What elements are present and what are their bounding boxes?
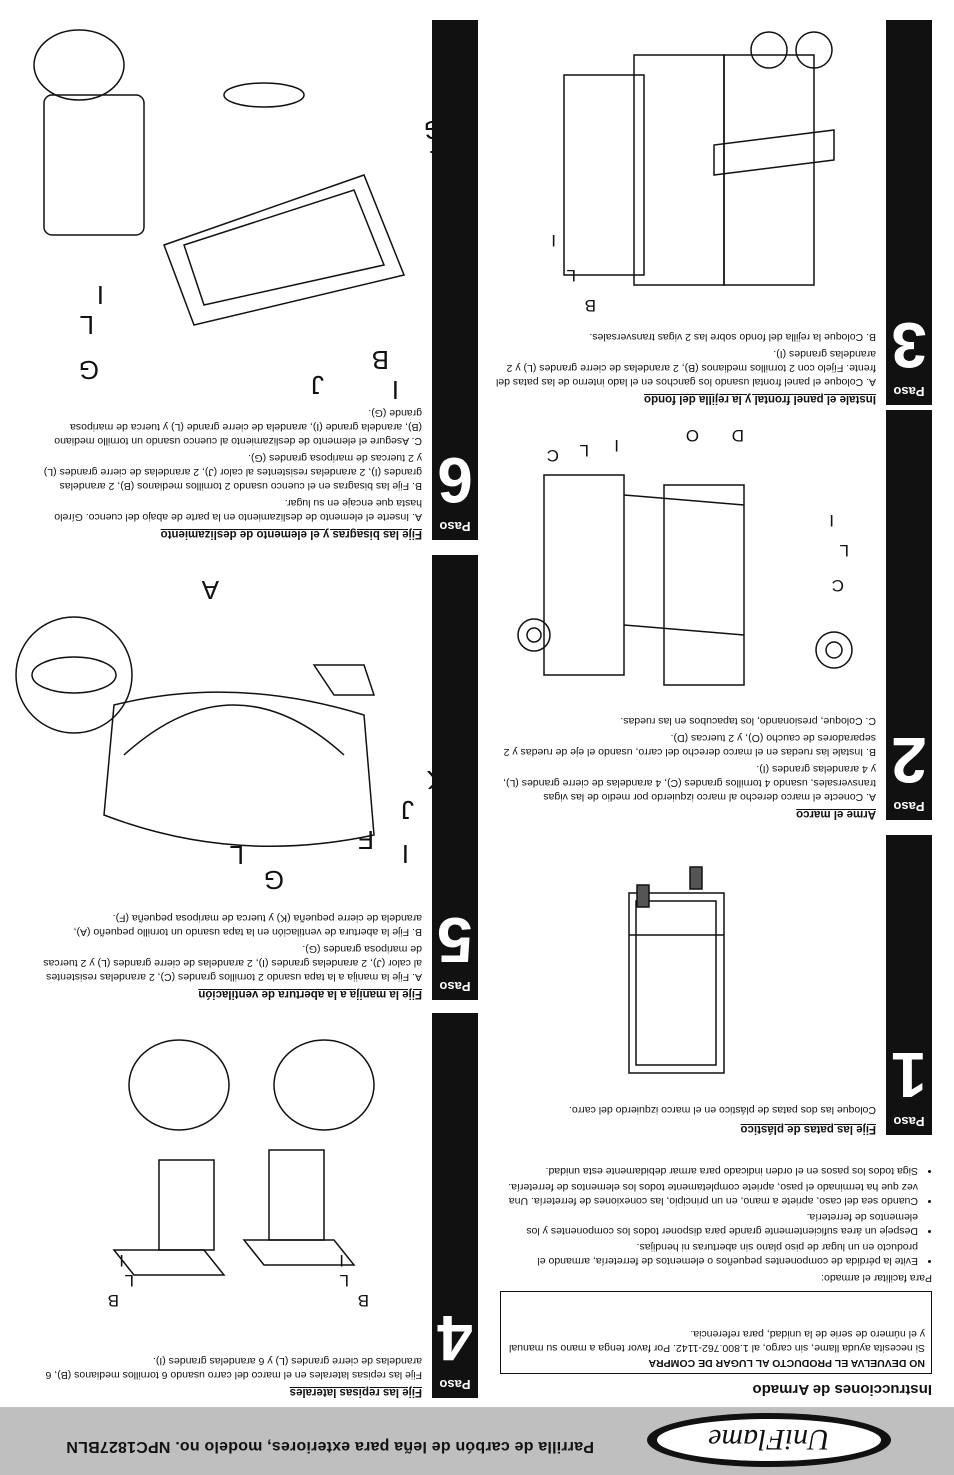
part-label: K (426, 765, 444, 795)
part-label: I (339, 1251, 344, 1270)
step-6-text: A. Inserte el elemento de deslizamiento … (42, 403, 422, 524)
part-label: L (339, 1271, 349, 1290)
notice-text: Si necesita ayuda llame, sin cargo, al 1… (509, 1328, 925, 1354)
step-3-figure (563, 31, 835, 286)
step-4-tab: Paso 4 (432, 1013, 478, 1398)
step-4-title: Fije las repisas laterales (289, 1386, 422, 1398)
notice-box: NO DEVUELVA EL PRODUCTO AL LUGAR DE COMP… (500, 1291, 932, 1374)
step-2-tab: Paso 2 (886, 410, 932, 820)
step-5-title: Fije la manija a la abertura de ventilac… (198, 988, 422, 1000)
step-5-figure (15, 616, 376, 847)
instructions-list: Para facilitar el armado: Evite la pérdi… (502, 1162, 932, 1285)
part-label: I (96, 280, 104, 310)
step-2-text: A. Conecte el marco derecho al marco izq… (496, 711, 876, 804)
paso-label: Paso (893, 384, 925, 399)
instructions-bullet: Evite la pérdida de componentes pequeños… (502, 1240, 918, 1268)
paso-label: Paso (439, 1377, 471, 1392)
step-1-text-a: Coloque las dos patas de plástico en el … (568, 1104, 876, 1116)
step-4-text-a: Fije las repisas laterales en el marco d… (45, 1355, 422, 1381)
part-label: I (551, 231, 556, 250)
part-label: I (614, 436, 619, 455)
part-label: D (731, 426, 744, 445)
part-label: G (423, 115, 444, 145)
step-1-tab: Paso 1 (886, 835, 932, 1135)
instructions-intro: Para facilitar el armado: (821, 1272, 932, 1284)
part-label: L (839, 541, 849, 560)
step-5-text: A. Fije la manija a la tapa usando 2 tor… (42, 908, 422, 984)
part-label: A (201, 575, 219, 605)
step-6-number: 6 (437, 444, 473, 516)
step-3-text-b: B. Coloque la rejilla del fondo sobre la… (589, 331, 876, 343)
step-6-title: Fije las bisagras y el elemento de desli… (160, 528, 422, 540)
part-label: L (229, 840, 244, 870)
step-2-text-c: C. Coloque, presionando, los tapacubos e… (620, 715, 876, 727)
uniflame-logo: UniFlame (647, 1413, 891, 1467)
part-label: J (401, 795, 414, 825)
step-6-text-a: A. Inserte el elemento de deslizamiento … (54, 497, 422, 523)
step-3-text-a: A. Coloque el panel frontal usando los g… (495, 348, 876, 388)
part-label: C (831, 576, 844, 595)
notice-title: NO DEVUELVA EL PRODUCTO AL LUGAR DE COMP… (648, 1357, 925, 1369)
part-label: I (436, 175, 444, 205)
part-label: F (358, 825, 374, 855)
step-1-number: 1 (891, 1039, 927, 1111)
paso-label: Paso (893, 1114, 925, 1129)
part-label: I (391, 375, 399, 405)
part-label: B (107, 1291, 119, 1310)
step-3-text: A. Coloque el panel frontal usando los g… (496, 327, 876, 389)
step-2-text-b: B. Instale las ruedas en el marco derech… (503, 732, 876, 758)
part-label: I (829, 511, 834, 530)
instructions-bullet: Cuando sea del caso, apriete a mano, en … (502, 1180, 918, 1208)
part-label: I (401, 839, 409, 869)
step-1-figure (628, 866, 725, 1074)
step-4-text: Fije las repisas laterales en el marco d… (42, 1351, 422, 1382)
instructions-title: Instrucciones de Armado (752, 1381, 933, 1398)
part-label: C (546, 446, 559, 465)
step-2-text-a: A. Conecte el marco derecho al marco izq… (503, 763, 876, 803)
step-3-title: Instale el panel frontal y la rejilla de… (644, 393, 876, 405)
step-6-text-b: B. Fije las bisagras en el cuenco usando… (43, 452, 422, 492)
step-1-title: Fije las patas de plástico (740, 1123, 877, 1135)
step-1-text: Coloque las dos patas de plástico en el … (496, 1100, 876, 1117)
part-label: L (124, 1271, 134, 1290)
part-label: G (78, 355, 99, 385)
part-label: L (429, 145, 444, 175)
part-label: G (263, 865, 284, 895)
svg-text:UniFlame: UniFlame (708, 1423, 830, 1456)
part-label: L (79, 310, 94, 340)
part-label: O (685, 426, 699, 445)
part-label: J (311, 370, 324, 400)
step-3-number: 3 (891, 309, 927, 381)
paso-label: Paso (439, 519, 471, 534)
step-6-text-c: C. Asegure el elemento de deslizamiento … (54, 407, 422, 447)
step-2-title: Arme el marco (796, 808, 876, 820)
paso-label: Paso (893, 799, 925, 814)
part-label: B (357, 1291, 369, 1310)
instructions-bullet: Siga todos los pasos en el orden indicad… (502, 1164, 918, 1178)
step-2-figure (517, 474, 853, 686)
step-3-tab: Paso 3 (886, 20, 932, 405)
page-title: Parrilla de carbón de leña para exterior… (66, 1438, 594, 1455)
step-5-text-a: A. Fije la manija a la tapa usando 2 tor… (43, 943, 422, 983)
part-label: I (119, 1251, 124, 1270)
part-label: L (579, 441, 589, 460)
instructions-bullet: Despeje un área suficientemente grande p… (502, 1210, 918, 1238)
step-5-text-b: B. Fije la abertura de ventilación en la… (73, 912, 422, 938)
part-label: B (371, 345, 389, 375)
step-5-number: 5 (437, 904, 473, 976)
step-6-figure (33, 29, 406, 326)
step-2-number: 2 (891, 724, 927, 796)
paso-label: Paso (439, 979, 471, 994)
part-label: B (584, 296, 596, 315)
step-6-tab: Paso 6 (432, 20, 478, 540)
part-label: L (566, 266, 576, 285)
step-4-number: 4 (437, 1302, 473, 1374)
step-4-figure (112, 1039, 375, 1276)
